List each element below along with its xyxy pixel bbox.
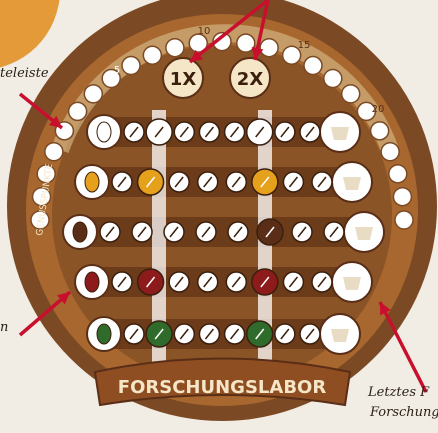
coffee-bean-icon	[73, 222, 87, 242]
caption-last-field-line1: Letztes F	[368, 385, 429, 400]
score-space	[122, 57, 140, 75]
score-space	[304, 57, 322, 75]
multiplier-2x-badge: 2X	[230, 58, 270, 98]
score-space	[166, 39, 184, 57]
score-space	[84, 85, 102, 103]
cup-shape	[343, 177, 361, 190]
caption-left: n	[0, 320, 8, 335]
score-space	[342, 85, 360, 103]
multiplier-1x: 1X	[170, 69, 197, 90]
score-space	[389, 165, 407, 183]
coffee-bean-icon	[97, 324, 111, 344]
score-space	[237, 34, 255, 52]
cup-shape	[331, 329, 349, 342]
caption-score-track: teleiste	[0, 66, 49, 81]
multiplier-1x-badge: 1X	[163, 58, 203, 98]
score-space	[260, 39, 278, 57]
score-tick-10: 10	[198, 26, 211, 37]
caption-last-field-line2: Forschung	[370, 405, 438, 420]
score-space	[393, 188, 411, 206]
score-space	[381, 143, 399, 161]
cup-shape	[355, 227, 373, 240]
cup-shape	[343, 277, 361, 290]
score-tick-15: 15	[298, 40, 311, 51]
background-corner	[0, 0, 60, 70]
cup-shape	[331, 127, 349, 140]
score-space	[395, 211, 413, 229]
score-space	[69, 102, 87, 120]
score-space	[143, 46, 161, 64]
board-title: FORSCHUNGSLABOR	[118, 377, 327, 398]
score-tick-20: 20	[372, 104, 385, 115]
coffee-bean-icon	[85, 172, 99, 192]
score-tick-5: 5	[114, 65, 120, 76]
score-space	[324, 69, 342, 87]
multiplier-2x: 2X	[237, 69, 264, 90]
score-space	[371, 122, 389, 140]
score-space	[45, 143, 63, 161]
coffee-bean-icon	[85, 272, 99, 292]
coffee-bean-icon	[97, 122, 111, 142]
